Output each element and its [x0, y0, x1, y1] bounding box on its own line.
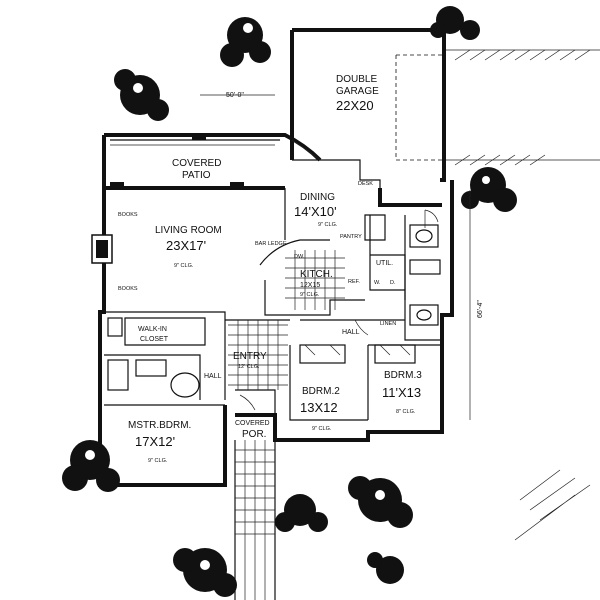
- bedroom3-label: BDRM.3: [384, 370, 422, 381]
- desk-label: DESK: [358, 181, 373, 187]
- closets: [299, 344, 416, 364]
- interior-walls: [104, 188, 440, 421]
- bedroom2-label: BDRM.2: [302, 386, 340, 397]
- porch-label-line2: POR.: [242, 429, 266, 440]
- patio-label-line2: PATIO: [182, 170, 211, 181]
- kitchen-size: 12X15: [300, 282, 320, 289]
- hall-master-label: HALL: [204, 373, 222, 380]
- fireplace-icon: [91, 234, 113, 264]
- bedroom2-ceiling: 9" CLG.: [312, 426, 332, 432]
- tree-icon: [275, 494, 328, 532]
- garage-area: [292, 54, 444, 188]
- tree-icon: [430, 6, 480, 40]
- washer-label: W.: [374, 280, 381, 286]
- tree-icon: [173, 548, 237, 597]
- pantry-label: PANTRY: [340, 234, 362, 240]
- depth-dimension: 66'-4": [477, 300, 484, 318]
- width-dimension: 50'-0": [226, 92, 244, 99]
- tree-icon: [461, 167, 517, 212]
- living-room-ceiling: 9" CLG.: [174, 263, 194, 269]
- dw-label: DW.: [294, 254, 305, 260]
- dining-label: DINING: [300, 192, 335, 203]
- tree-icon: [220, 17, 271, 67]
- exterior-walls: [98, 28, 454, 487]
- dimension-lines: [200, 94, 471, 420]
- garage-label-line2: GARAGE: [336, 86, 379, 97]
- ref-label: REF.: [348, 279, 360, 285]
- tree-icon: [348, 476, 413, 528]
- books-top-label: BOOKS: [118, 212, 138, 218]
- util-label: UTIL.: [376, 260, 393, 267]
- dining-size: 14'X10': [294, 204, 337, 219]
- bedroom3-size: 11'X13: [382, 385, 421, 400]
- driveway-hatching: [444, 49, 600, 541]
- garage-label: DOUBLE: [336, 74, 377, 85]
- tree-icon: [114, 69, 169, 121]
- master-bedroom-size: 17X12': [135, 434, 175, 449]
- porch-label: COVERED: [235, 420, 270, 427]
- bar-ledge-label: BAR LEDGE: [255, 241, 287, 247]
- hall-center-label: HALL: [342, 329, 360, 336]
- master-bedroom-label: MSTR.BDRM.: [128, 420, 191, 431]
- living-room-size: 23X17': [166, 238, 206, 253]
- walk-in-label: WALK-IN: [138, 326, 167, 333]
- kitchen-tile: [285, 250, 345, 310]
- kitchen-ceiling: 9" CLG.: [300, 292, 320, 298]
- kitchen-label: KITCH.: [300, 269, 333, 280]
- entry-tile: [228, 320, 288, 390]
- master-bedroom-ceiling: 9" CLG.: [148, 458, 168, 464]
- entry-ceiling: 12' CLG.: [238, 364, 260, 370]
- tree-icon: [367, 552, 404, 584]
- walkway: [234, 440, 276, 600]
- entry-label: ENTRY: [233, 351, 267, 362]
- patio-area: [110, 135, 280, 188]
- garage-size: 22X20: [336, 98, 374, 113]
- linen-label: LINEN: [380, 321, 396, 327]
- door-swings: [239, 139, 439, 411]
- dryer-label: D.: [390, 280, 396, 286]
- patio-label: COVERED: [172, 158, 221, 169]
- books-bottom-label: BOOKS: [118, 286, 138, 292]
- bedroom3-ceiling: 8" CLG.: [396, 409, 416, 415]
- bedroom2-size: 13X12: [300, 400, 338, 415]
- living-room-label: LIVING ROOM: [155, 225, 222, 236]
- bathroom-fixtures: [107, 224, 441, 398]
- closet-label: CLOSET: [140, 336, 169, 343]
- dining-ceiling: 9" CLG.: [318, 222, 338, 228]
